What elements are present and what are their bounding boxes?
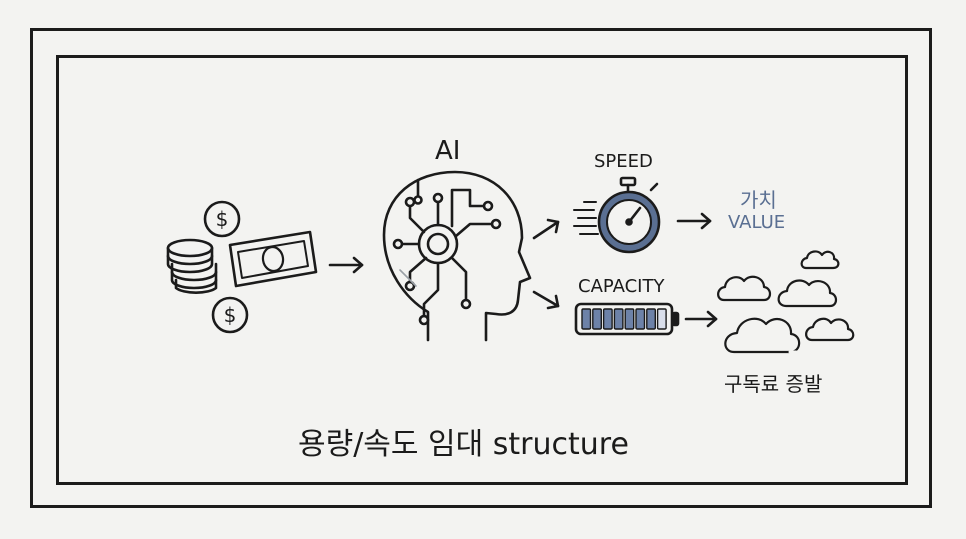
value-label-english: VALUE (728, 212, 786, 233)
speed-label: SPEED (594, 151, 653, 172)
ai-head-icon (382, 170, 532, 342)
money-icon: $ $ (166, 200, 318, 334)
battery-cell (646, 308, 656, 330)
svg-text:$: $ (224, 303, 237, 327)
battery-cell (592, 308, 602, 330)
battery-cell (624, 308, 635, 330)
dollar-coin-icon: $ (203, 200, 241, 238)
arrow-icon (532, 290, 560, 310)
battery-cell (613, 308, 624, 330)
banknote-icon (228, 230, 318, 288)
clouds-icon (717, 250, 855, 354)
arrow-icon (684, 310, 718, 328)
coin-stack-icon (166, 238, 218, 294)
arrow-icon (532, 218, 560, 240)
battery-cell (602, 308, 613, 330)
stopwatch-icon (573, 176, 661, 254)
outer-frame (30, 28, 932, 508)
ai-label: AI (435, 136, 461, 166)
structure-title: 용량/속도 임대 structure (298, 427, 629, 462)
value-label-korean: 가치 (740, 188, 777, 212)
arrow-icon (328, 256, 364, 274)
subscription-evaporation-label: 구독료 증발 (724, 372, 823, 396)
dollar-coin-icon: $ (211, 296, 249, 334)
arrow-icon (676, 212, 712, 230)
battery-cell (581, 308, 592, 330)
battery-cell (635, 308, 646, 330)
battery-icon (574, 302, 680, 336)
capacity-label: CAPACITY (578, 276, 665, 297)
svg-text:$: $ (216, 207, 229, 231)
battery-cell (656, 308, 667, 330)
inner-frame (56, 55, 908, 485)
